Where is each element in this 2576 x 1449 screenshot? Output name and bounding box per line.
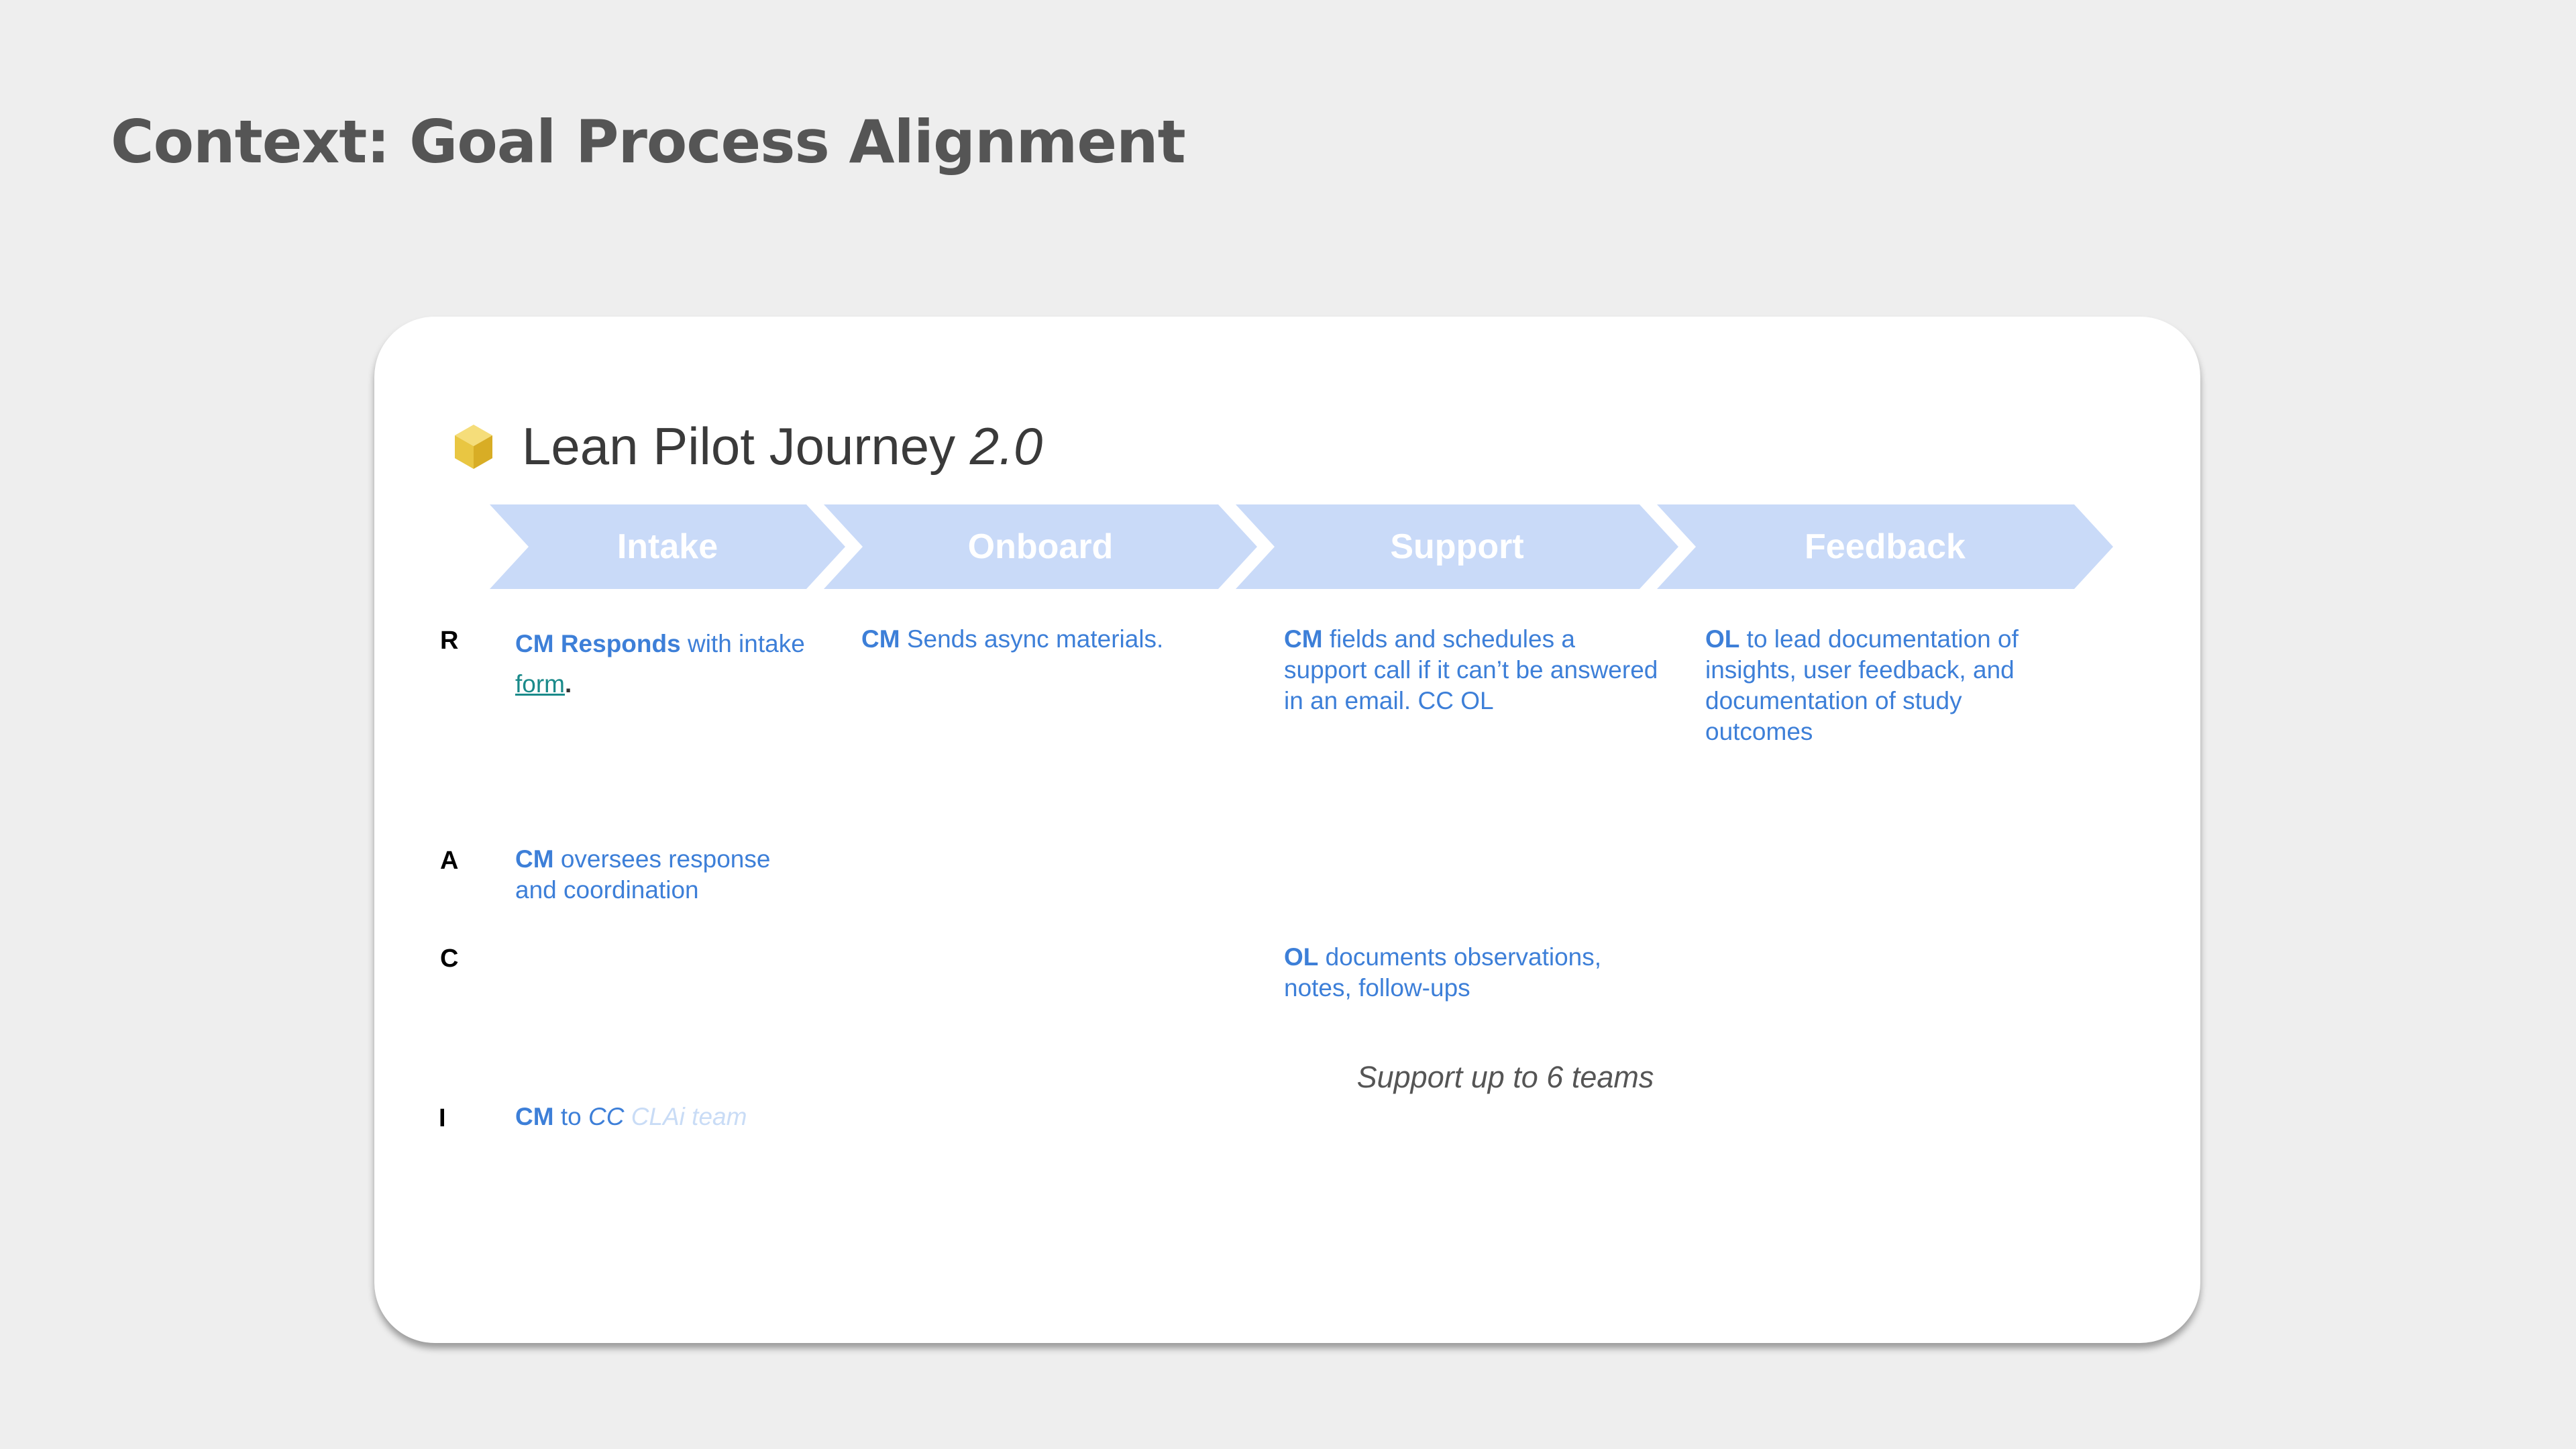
- row-letter-r: R: [440, 627, 459, 655]
- journey-card: Lean Pilot Journey 2.0 Intake Onboard Su…: [374, 317, 2200, 1343]
- cell-r-intake: CM Responds with intake form.: [515, 624, 830, 704]
- cell-i-intake: CM to CC CLAi team: [515, 1102, 918, 1132]
- support-capacity-note: Support up to 6 teams: [1356, 1060, 1654, 1094]
- actor-label: CM: [861, 625, 900, 653]
- phase-feedback: Feedback: [1805, 527, 1966, 566]
- cell-text: documents observations, notes, follow-up…: [1284, 943, 1602, 1002]
- chevron-intake: [490, 504, 845, 589]
- cell-r-feedback: OL to lead documentation of insights, us…: [1705, 624, 2068, 747]
- phase-onboard: Onboard: [967, 527, 1114, 566]
- cell-a-intake: CM oversees response and coordination: [515, 844, 817, 906]
- actor-label: CM Responds: [515, 630, 681, 657]
- cube-icon: [455, 424, 492, 469]
- chevron-shapes: [490, 504, 2113, 589]
- intake-form-link[interactable]: form: [515, 670, 565, 698]
- row-letter-c: C: [440, 945, 459, 973]
- cell-text: oversees response and coordination: [515, 845, 771, 904]
- cell-r-support: CM fields and schedules a support call i…: [1284, 624, 1660, 716]
- actor-label: CM: [1284, 625, 1323, 653]
- cell-text: to lead documentation of insights, user …: [1705, 625, 2019, 745]
- phase-chevrons: Intake Onboard Support Feedback: [490, 504, 2113, 589]
- actor-label: CM: [515, 845, 554, 873]
- actor-label: OL: [1705, 625, 1740, 653]
- actor-label: CM: [515, 1103, 554, 1130]
- card-header: Lean Pilot Journey 2.0: [452, 416, 1042, 477]
- cell-r-onboard: CM Sends async materials.: [861, 624, 1237, 655]
- cell-text: to: [553, 1103, 588, 1130]
- chevron-support: [1236, 504, 1678, 589]
- journey-title-version: 2.0: [969, 417, 1043, 476]
- cell-text: with intake: [680, 630, 805, 657]
- cell-c-support: OL documents observations, notes, follow…: [1284, 942, 1660, 1004]
- journey-title-main: Lean Pilot Journey: [522, 417, 956, 476]
- phase-intake: Intake: [616, 527, 718, 566]
- actor-label: OL: [1284, 943, 1319, 971]
- chevron-feedback: [1657, 504, 2113, 589]
- journey-title: Lean Pilot Journey 2.0: [522, 416, 1042, 477]
- cell-text: Sends async materials.: [900, 625, 1164, 653]
- phase-support: Support: [1390, 527, 1524, 566]
- cc-label: CC: [588, 1103, 625, 1130]
- row-letter-a: A: [440, 847, 459, 875]
- row-letter-i: I: [439, 1104, 446, 1132]
- chevron-onboard: [824, 504, 1257, 589]
- faded-team-text: CLAi team: [624, 1103, 747, 1130]
- cell-text: fields and schedules a support call if i…: [1284, 625, 1658, 714]
- cell-punct: .: [565, 670, 572, 698]
- slide-title: Context: Goal Process Alignment: [111, 107, 1186, 176]
